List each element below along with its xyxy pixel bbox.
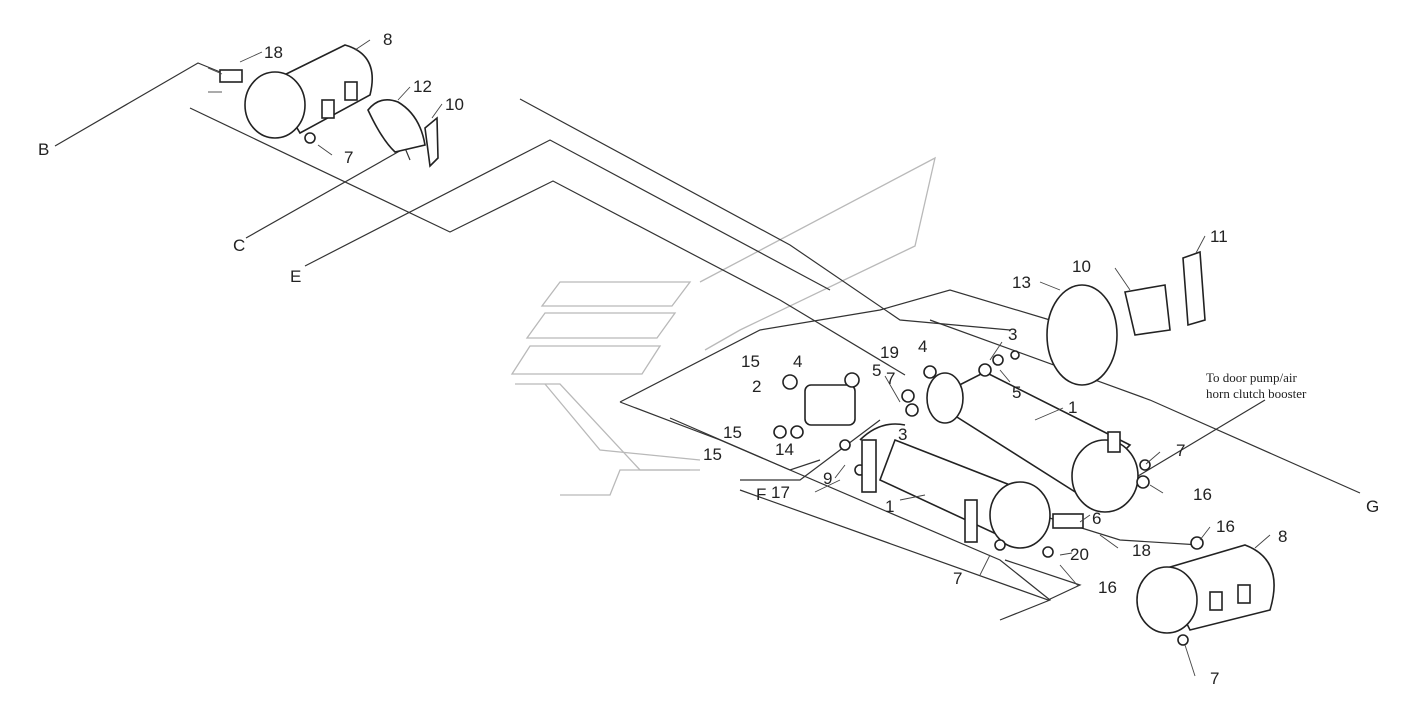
callout-11: 11 xyxy=(1210,227,1228,246)
callout-20: 20 xyxy=(1070,545,1089,564)
callout-7: 7 xyxy=(886,369,895,388)
callout-9: 9 xyxy=(823,469,832,488)
callout-1: 1 xyxy=(885,497,894,516)
callout-5: 5 xyxy=(872,361,881,380)
callout-12: 12 xyxy=(413,77,432,96)
callout-16: 16 xyxy=(1098,578,1117,597)
callout-8: 8 xyxy=(383,30,392,49)
callout-2: 2 xyxy=(752,377,761,396)
letter-c: C xyxy=(233,236,245,255)
strap-13 xyxy=(1046,250,1206,386)
reservoir-center-large xyxy=(926,371,1139,513)
callout-15: 15 xyxy=(741,352,760,371)
reservoir-top-left xyxy=(207,44,374,144)
reservoir-bottom-right xyxy=(1136,544,1275,646)
note-line-1: To door pump/air xyxy=(1206,370,1297,385)
callout-3: 3 xyxy=(898,425,907,444)
reservoir-center-small xyxy=(878,438,1051,549)
callout-7: 7 xyxy=(344,148,353,167)
destination-note: To door pump/air horn clutch booster xyxy=(1206,370,1307,401)
callout-15: 15 xyxy=(703,445,722,464)
callout-3: 3 xyxy=(1008,325,1017,344)
callout-4: 4 xyxy=(793,352,802,371)
callout-10: 10 xyxy=(1072,257,1091,276)
callout-leaders xyxy=(239,39,1271,677)
callout-7: 7 xyxy=(1210,669,1219,688)
callout-15: 15 xyxy=(723,423,742,442)
watermark-logo xyxy=(510,156,936,496)
callout-16: 16 xyxy=(1193,485,1212,504)
strap-12 xyxy=(367,99,439,168)
callout-13: 13 xyxy=(1012,273,1031,292)
letter-f: F xyxy=(756,485,766,504)
letter-g: G xyxy=(1366,497,1379,516)
callout-14: 14 xyxy=(775,440,794,459)
letter-b: B xyxy=(38,140,49,159)
callout-numbers: 18 8 12 10 7 13 10 11 3 4 5 15 4 19 5 2 … xyxy=(264,30,1287,688)
callout-1: 1 xyxy=(1068,398,1077,417)
callout-18: 18 xyxy=(264,43,283,62)
callout-10: 10 xyxy=(445,95,464,114)
callout-17: 17 xyxy=(771,483,790,502)
connection-letters: B C E F G xyxy=(38,140,1379,516)
callout-16: 16 xyxy=(1216,517,1235,536)
callout-18: 18 xyxy=(1132,541,1151,560)
callout-5: 5 xyxy=(1012,383,1021,402)
callout-7: 7 xyxy=(953,569,962,588)
note-line-2: horn clutch booster xyxy=(1206,386,1307,401)
callout-19: 19 xyxy=(880,343,899,362)
callout-6: 6 xyxy=(1092,509,1101,528)
letter-e: E xyxy=(290,267,301,286)
callout-7: 7 xyxy=(1176,441,1185,460)
callout-8: 8 xyxy=(1278,527,1287,546)
pipe-routing-lines xyxy=(54,62,1361,621)
valve-cluster xyxy=(773,350,1204,558)
callout-4: 4 xyxy=(918,337,927,356)
